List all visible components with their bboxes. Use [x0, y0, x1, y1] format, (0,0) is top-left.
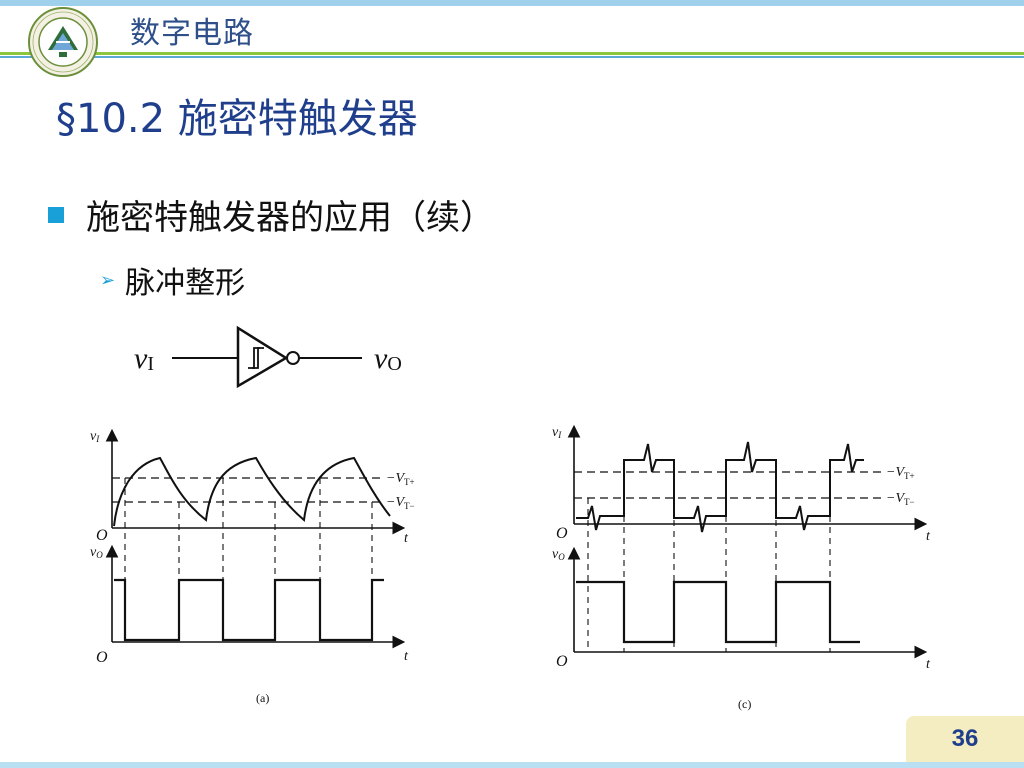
origin-a-top: O — [96, 527, 108, 544]
buffer-triangle — [236, 325, 289, 389]
svg-text:t: t — [926, 529, 931, 544]
schmitt-inverter-diagram: vI vO — [134, 325, 402, 389]
bullet-sub: ➢ 脉冲整形 — [100, 258, 245, 302]
waveform-a: vI vO O O t t −VT+ −VT− (a) — [90, 428, 415, 705]
input-waveform-a — [113, 456, 391, 527]
svg-text:t: t — [404, 649, 409, 664]
header-divider — [0, 52, 1024, 60]
input-label: v — [134, 342, 148, 375]
output-waveform-a — [114, 578, 384, 642]
inversion-bubble — [286, 351, 300, 365]
svg-text:vO: vO — [90, 545, 103, 560]
output-label: v — [374, 342, 388, 375]
input-waveform-c — [576, 441, 864, 533]
vt-plus-label-c: −VT+ — [886, 465, 915, 481]
university-logo — [28, 7, 98, 77]
caption-c: (c) — [738, 697, 751, 711]
svg-text:vI: vI — [134, 342, 154, 375]
svg-text:vO: vO — [552, 547, 565, 562]
svg-text:vI: vI — [552, 425, 562, 440]
top-strip — [0, 0, 1024, 6]
guides-c — [587, 472, 831, 652]
caption-a: (a) — [256, 691, 269, 705]
square-bullet-icon — [48, 206, 64, 223]
arrow-bullet-icon: ➢ — [100, 269, 116, 291]
bullet-main: 施密特触发器的应用（续） — [48, 190, 494, 239]
waveform-c: vI vO O O t t −VT+ −VT− (c) — [552, 424, 931, 711]
svg-text:t: t — [404, 531, 409, 546]
guides-a — [124, 478, 373, 642]
course-title: 数字电路 — [130, 16, 254, 51]
page-number: 36 — [906, 716, 1024, 762]
section-title: §10.2 施密特触发器 — [56, 96, 418, 142]
svg-text:vI: vI — [90, 429, 100, 444]
bullet-main-text: 施密特触发器的应用（续） — [86, 198, 494, 238]
vt-minus-label-a: −VT− — [386, 495, 415, 511]
output-sub: O — [387, 353, 401, 375]
bullet-sub-text: 脉冲整形 — [125, 266, 246, 301]
svg-text:t: t — [926, 657, 931, 672]
output-waveform-c — [576, 580, 860, 644]
vt-minus-label-c: −VT− — [886, 491, 915, 507]
input-sub: I — [147, 353, 154, 375]
origin-c-bottom: O — [556, 653, 568, 670]
hysteresis-icon — [248, 347, 260, 369]
origin-c-top: O — [556, 525, 568, 542]
origin-a-bottom: O — [96, 649, 108, 666]
svg-text:vO: vO — [374, 342, 402, 375]
vt-plus-label-a: −VT+ — [386, 471, 415, 487]
bottom-band — [0, 762, 1024, 768]
